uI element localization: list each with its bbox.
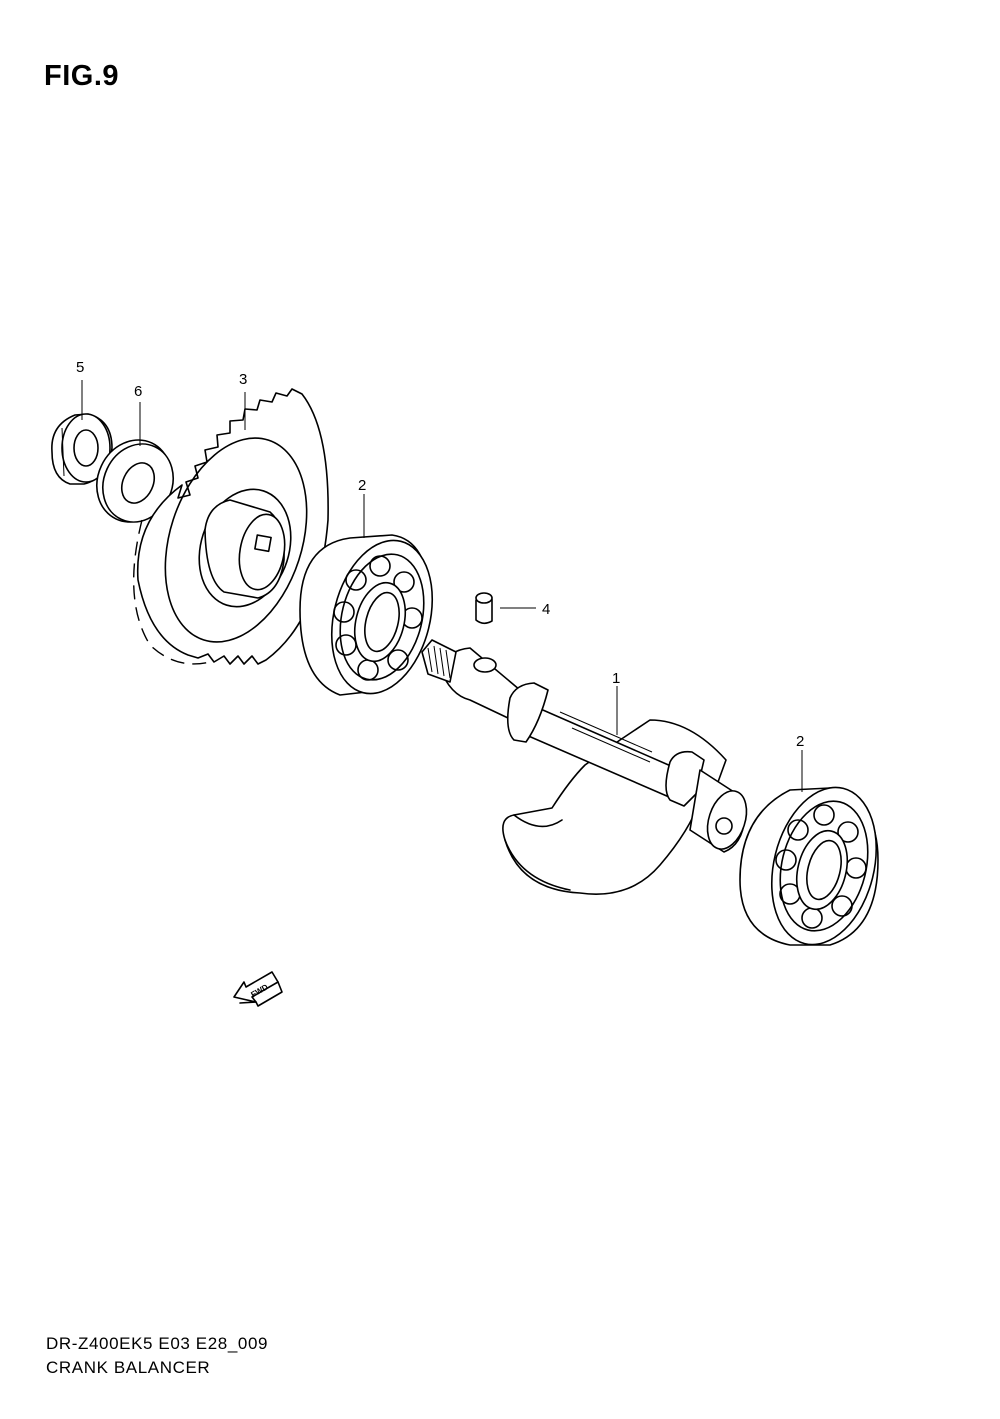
part-4-pin	[475, 592, 536, 625]
callout-2-lower: 2	[796, 733, 804, 750]
callout-2-upper: 2	[358, 477, 366, 494]
part-2-bearing-lower	[739, 786, 879, 946]
callout-4: 4	[542, 601, 550, 618]
leader-lines	[81, 380, 803, 792]
part-3-gear	[132, 388, 329, 665]
part-1-balancer-shaft	[421, 639, 748, 895]
model-code: DR-Z400EK5 E03 E28_009	[46, 1334, 269, 1353]
callout-5: 5	[76, 359, 84, 376]
callout-6: 6	[134, 383, 142, 400]
callout-3: 3	[239, 371, 247, 388]
figure-title: FIG.9	[44, 60, 120, 92]
part-6-washer	[96, 439, 174, 523]
part-2-bearing-upper	[299, 534, 434, 696]
fwd-arrow-icon: FWD	[233, 971, 283, 1007]
callout-1: 1	[612, 670, 620, 687]
section-name: CRANK BALANCER	[46, 1358, 211, 1377]
part-5-nut	[51, 413, 113, 485]
